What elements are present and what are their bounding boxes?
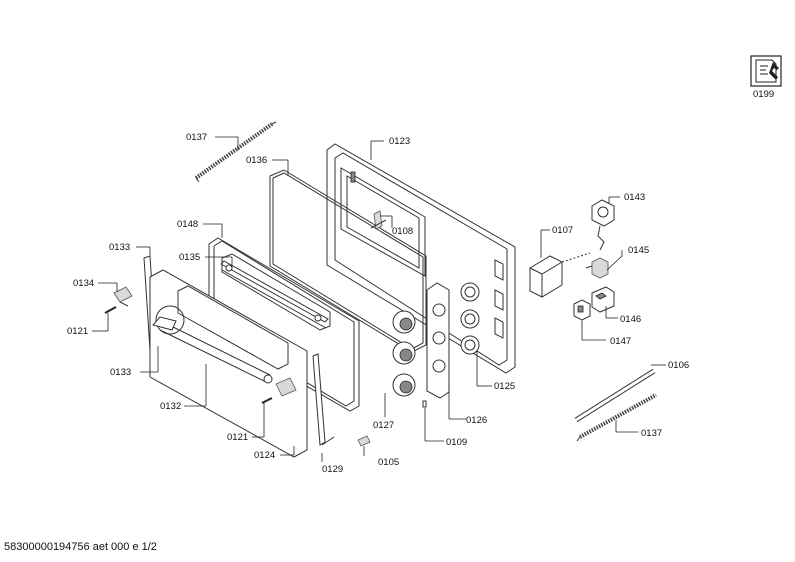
label-0137-top: 0137 [186,132,207,143]
handle-end-cap-right [275,377,297,397]
label-0148: 0148 [177,219,198,230]
label-0199: 0199 [753,89,774,100]
label-0127: 0127 [373,420,394,431]
label-0137-bottom: 0137 [641,428,662,439]
label-0134: 0134 [73,278,94,289]
label-0147: 0147 [610,336,631,347]
screw-right [261,397,273,404]
label-0135: 0135 [179,252,200,263]
knob-shaft-rings [460,282,480,355]
retaining-clip [357,435,371,447]
power-switch [573,299,591,321]
wrench-document-icon [750,55,782,87]
control-panel-plate [426,282,450,399]
label-0106: 0106 [668,360,689,371]
label-0132: 0132 [160,401,181,412]
door-spring-upper [194,121,277,183]
label-0107: 0107 [552,225,573,236]
thermostat-unit [591,199,615,251]
screw-left [104,306,117,314]
handle-end-cap-left [113,286,133,307]
label-0124: 0124 [254,450,275,461]
label-0125: 0125 [494,381,515,392]
spacer-pin [422,400,427,408]
label-0121-left: 0121 [67,326,88,337]
label-0133-bottom: 0133 [110,367,131,378]
selector-switch [585,257,609,279]
label-0133-top: 0133 [109,242,130,253]
door-gasket [269,169,427,353]
label-0126: 0126 [466,415,487,426]
label-0123: 0123 [389,136,410,147]
control-knobs [392,310,416,397]
door-spring-lower [576,393,657,442]
label-0129: 0129 [322,464,343,475]
label-0121-right: 0121 [227,432,248,443]
timer-module [529,252,591,298]
label-0143: 0143 [624,192,645,203]
door-side-strip-right [312,353,335,446]
heating-element-rod [574,368,656,423]
label-0136: 0136 [246,155,267,166]
label-0146: 0146 [620,314,641,325]
label-0108: 0108 [392,226,413,237]
label-0109: 0109 [446,437,467,448]
label-0145: 0145 [628,245,649,256]
door-handle-bar [152,316,273,384]
hinge-bracket [370,210,387,230]
label-0105: 0105 [378,457,399,468]
terminal-connector [591,286,615,313]
document-footer: 58300000194756 aet 000 e 1/2 [4,541,157,553]
